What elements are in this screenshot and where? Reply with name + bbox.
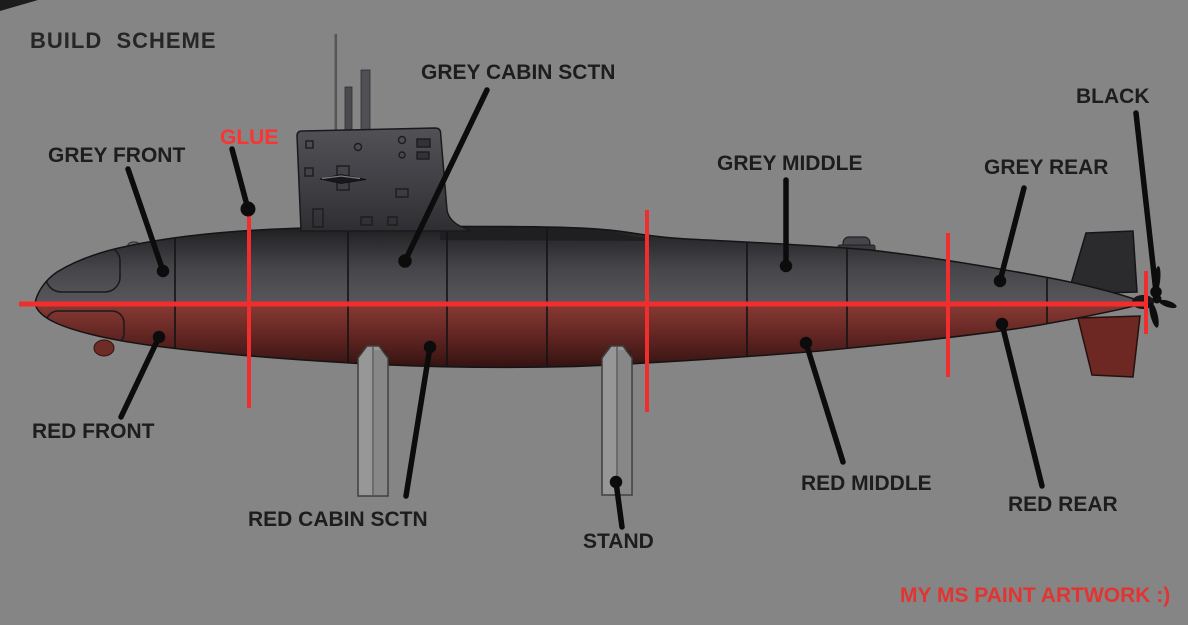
pointer-grey-front bbox=[125, 166, 166, 274]
label-grey-cabin-sctn: GREY CABIN SCTN bbox=[421, 61, 616, 84]
lower-tail-fin bbox=[1077, 315, 1141, 378]
sail bbox=[296, 127, 472, 232]
red-annotation-lines bbox=[19, 210, 1148, 412]
corner-artifact bbox=[0, 0, 38, 11]
pointer-lines bbox=[118, 87, 1159, 530]
pointer-black bbox=[1133, 110, 1159, 295]
deck-casing bbox=[440, 226, 650, 241]
label-red-rear: RED REAR bbox=[1008, 493, 1118, 516]
label-stand: STAND bbox=[583, 530, 654, 553]
pointer-red-middle bbox=[803, 340, 846, 465]
label-grey-rear: GREY REAR bbox=[984, 156, 1109, 179]
pointer-stand bbox=[613, 479, 625, 530]
label-grey-middle: GREY MIDDLE bbox=[717, 152, 863, 175]
pointer-red-rear bbox=[999, 321, 1045, 489]
pointer-grey-cabin bbox=[402, 87, 490, 264]
periscope-masts bbox=[334, 34, 371, 136]
artwork-credit: MY MS PAINT ARTWORK :) bbox=[900, 584, 1171, 607]
label-black: BLACK bbox=[1076, 85, 1150, 108]
upper-tail-fin bbox=[1066, 230, 1138, 295]
label-glue: GLUE bbox=[220, 126, 279, 149]
display-stand-rear bbox=[601, 345, 633, 496]
pointer-glue bbox=[229, 146, 251, 212]
label-red-cabin-sctn: RED CABIN SCTN bbox=[248, 508, 428, 531]
label-red-front: RED FRONT bbox=[32, 420, 155, 443]
display-stand-front bbox=[357, 345, 389, 497]
diagram-title: BUILD SCHEME bbox=[30, 28, 217, 53]
pointer-dots bbox=[152, 201, 1162, 489]
sail-details bbox=[304, 135, 431, 228]
bow-nub bbox=[93, 339, 115, 357]
label-grey-front: GREY FRONT bbox=[48, 144, 186, 167]
label-red-middle: RED MIDDLE bbox=[801, 472, 932, 495]
pointer-red-front bbox=[118, 334, 162, 420]
pointer-red-cabin bbox=[403, 344, 433, 499]
pointer-grey-rear bbox=[997, 185, 1027, 284]
